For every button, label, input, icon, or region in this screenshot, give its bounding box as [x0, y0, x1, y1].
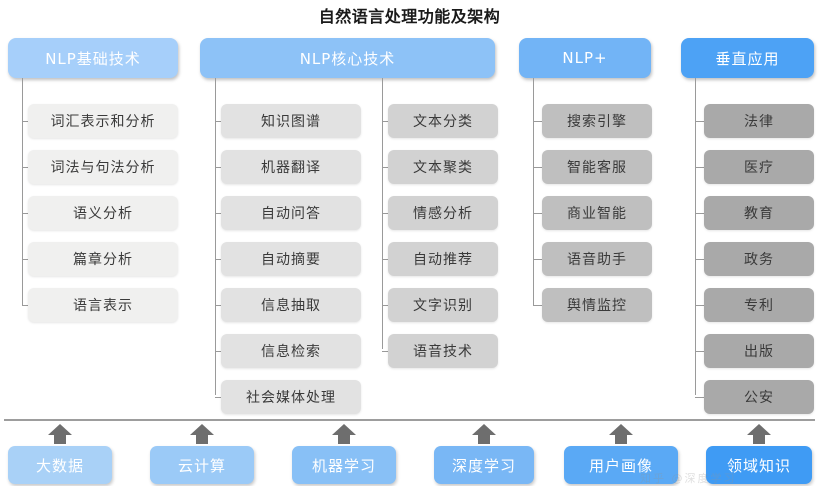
tree-connector: [22, 167, 28, 168]
tree-connector: [215, 305, 221, 306]
leaf-vertical-app-7[interactable]: 公安: [704, 380, 814, 414]
tree-connector: [382, 351, 388, 352]
tree-spine-col3: [533, 78, 534, 305]
leaf-nlp-core-a-4[interactable]: 自动摘要: [221, 242, 361, 276]
tree-spine-col2a: [215, 78, 216, 395]
column-header-vertical-apps[interactable]: 垂直应用: [681, 38, 814, 78]
leaf-vertical-app-5[interactable]: 专利: [704, 288, 814, 322]
tree-connector: [22, 121, 28, 122]
tree-connector: [533, 305, 542, 306]
leaf-nlp-basic-5[interactable]: 语言表示: [28, 288, 178, 322]
column-header-nlp-core[interactable]: NLP核心技术: [200, 38, 495, 78]
tree-connector: [695, 305, 704, 306]
foundation-item-1[interactable]: 大数据: [8, 446, 112, 484]
leaf-nlp-core-a-7[interactable]: 社会媒体处理: [221, 380, 361, 414]
leaf-vertical-app-4[interactable]: 政务: [704, 242, 814, 276]
tree-connector: [215, 351, 221, 352]
leaf-nlp-basic-3[interactable]: 语义分析: [28, 196, 178, 230]
watermark: 知乎 @深度学习: [640, 472, 737, 485]
tree-connector: [695, 121, 704, 122]
tree-connector: [533, 259, 542, 260]
tree-connector: [382, 167, 388, 168]
tree-connector: [695, 351, 704, 352]
tree-connector: [22, 305, 28, 306]
tree-connector: [533, 121, 542, 122]
leaf-vertical-app-2[interactable]: 医疗: [704, 150, 814, 184]
page-title: 自然语言处理功能及架构: [318, 7, 501, 26]
leaf-nlp-basic-1[interactable]: 词汇表示和分析: [28, 104, 178, 138]
foundation-divider: [4, 419, 815, 421]
leaf-nlp-core-a-6[interactable]: 信息检索: [221, 334, 361, 368]
arrow-up-icon: [47, 424, 73, 444]
tree-spine-col1: [22, 78, 23, 305]
column-header-nlp-basic[interactable]: NLP基础技术: [8, 38, 178, 78]
tree-connector: [695, 397, 704, 398]
tree-connector: [382, 121, 388, 122]
leaf-vertical-app-1[interactable]: 法律: [704, 104, 814, 138]
leaf-nlp-core-a-2[interactable]: 机器翻译: [221, 150, 361, 184]
tree-connector: [382, 305, 388, 306]
leaf-nlp-core-a-5[interactable]: 信息抽取: [221, 288, 361, 322]
leaf-nlp-plus-5[interactable]: 舆情监控: [542, 288, 652, 322]
foundation-item-6[interactable]: 领域知识: [706, 446, 812, 484]
leaf-nlp-basic-2[interactable]: 词法与句法分析: [28, 150, 178, 184]
foundation-item-5[interactable]: 用户画像: [564, 446, 678, 484]
tree-connector: [22, 213, 28, 214]
tree-connector: [695, 167, 704, 168]
leaf-nlp-plus-3[interactable]: 商业智能: [542, 196, 652, 230]
tree-connector: [382, 213, 388, 214]
leaf-nlp-core-a-3[interactable]: 自动问答: [221, 196, 361, 230]
column-header-nlp-plus[interactable]: NLP+: [519, 38, 651, 78]
tree-spine-col4: [695, 78, 696, 395]
tree-connector: [215, 213, 221, 214]
leaf-nlp-basic-4[interactable]: 篇章分析: [28, 242, 178, 276]
leaf-nlp-core-b-5[interactable]: 文字识别: [388, 288, 498, 322]
tree-connector: [695, 213, 704, 214]
leaf-nlp-plus-2[interactable]: 智能客服: [542, 150, 652, 184]
tree-connector: [215, 167, 221, 168]
tree-connector: [215, 259, 221, 260]
leaf-nlp-core-b-1[interactable]: 文本分类: [388, 104, 498, 138]
arrow-up-icon: [608, 424, 634, 444]
foundation-item-3[interactable]: 机器学习: [292, 446, 396, 484]
leaf-nlp-core-b-3[interactable]: 情感分析: [388, 196, 498, 230]
leaf-nlp-core-b-4[interactable]: 自动推荐: [388, 242, 498, 276]
tree-connector: [533, 213, 542, 214]
arrow-up-icon: [746, 424, 772, 444]
tree-connector: [215, 121, 221, 122]
foundation-item-4[interactable]: 深度学习: [434, 446, 534, 484]
arrow-up-icon: [471, 424, 497, 444]
tree-connector: [695, 259, 704, 260]
leaf-nlp-core-a-1[interactable]: 知识图谱: [221, 104, 361, 138]
tree-connector: [215, 397, 221, 398]
leaf-vertical-app-6[interactable]: 出版: [704, 334, 814, 368]
arrow-up-icon: [189, 424, 215, 444]
leaf-vertical-app-3[interactable]: 教育: [704, 196, 814, 230]
arrow-up-icon: [331, 424, 357, 444]
foundation-item-2[interactable]: 云计算: [150, 446, 254, 484]
tree-connector: [533, 167, 542, 168]
tree-connector: [382, 259, 388, 260]
leaf-nlp-core-b-2[interactable]: 文本聚类: [388, 150, 498, 184]
leaf-nlp-plus-1[interactable]: 搜索引擎: [542, 104, 652, 138]
leaf-nlp-core-b-6[interactable]: 语音技术: [388, 334, 498, 368]
tree-connector: [22, 259, 28, 260]
leaf-nlp-plus-4[interactable]: 语音助手: [542, 242, 652, 276]
